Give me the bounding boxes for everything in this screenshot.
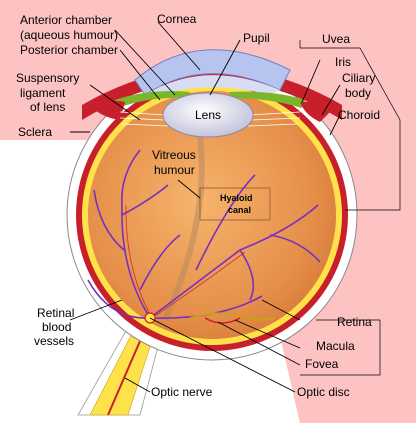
label-optic-nerve: Optic nerve <box>151 385 213 399</box>
label-choroid: Choroid <box>338 108 380 122</box>
leader-lines <box>69 21 341 393</box>
label-pupil: Pupil <box>243 31 270 45</box>
fovea <box>204 317 241 324</box>
label-optic-disc: Optic disc <box>297 385 350 399</box>
uvea-bracket <box>299 40 401 211</box>
label-sclera: Sclera <box>18 125 52 139</box>
iris <box>115 91 190 108</box>
label-body: body <box>345 86 371 100</box>
label-vessels: vessels <box>34 334 74 348</box>
label-iris: Iris <box>335 55 351 69</box>
label-hyaloid: Hyaloid <box>220 193 253 203</box>
lens <box>162 92 254 138</box>
ciliary-body <box>95 101 125 120</box>
label-aqueous-humour: (aqueous humour) <box>20 28 118 42</box>
label-retina: Retina <box>337 315 372 329</box>
anterior-chamber <box>145 75 280 98</box>
label-canal: canal <box>228 205 251 215</box>
ciliary-body-right <box>300 101 330 122</box>
suspensory-ligament <box>119 111 169 127</box>
vitreous-humour <box>88 91 336 339</box>
label-cornea: Cornea <box>157 12 197 26</box>
label-fovea: Fovea <box>305 357 339 371</box>
retinal-vessels <box>87 149 321 319</box>
label-humour: humour <box>154 163 195 177</box>
label-posterior-chamber: Posterior chamber <box>20 43 118 57</box>
macula <box>189 312 276 321</box>
label-ligament: ligament <box>20 86 66 100</box>
label-uvea: Uvea <box>322 32 350 46</box>
retina-bracket <box>300 319 381 376</box>
iris-right <box>230 91 305 108</box>
label-lens: Lens <box>195 108 221 122</box>
label-retinal: Retinal <box>37 306 74 320</box>
hyaloid-canal <box>162 136 205 322</box>
label-blood: blood <box>42 320 71 334</box>
label-suspensory: Suspensory <box>16 71 79 85</box>
label-macula: Macula <box>316 339 355 353</box>
label-anterior-chamber: Anterior chamber <box>20 13 112 27</box>
hyaloid-box <box>199 187 271 221</box>
suspensory-ligament-right <box>247 111 301 127</box>
cornea <box>134 49 291 96</box>
retinal-vessels-red <box>125 204 246 319</box>
label-ciliary: Ciliary <box>342 71 375 85</box>
label-of-lens: of lens <box>30 100 65 114</box>
label-vitreous: Vitreous <box>152 148 196 162</box>
